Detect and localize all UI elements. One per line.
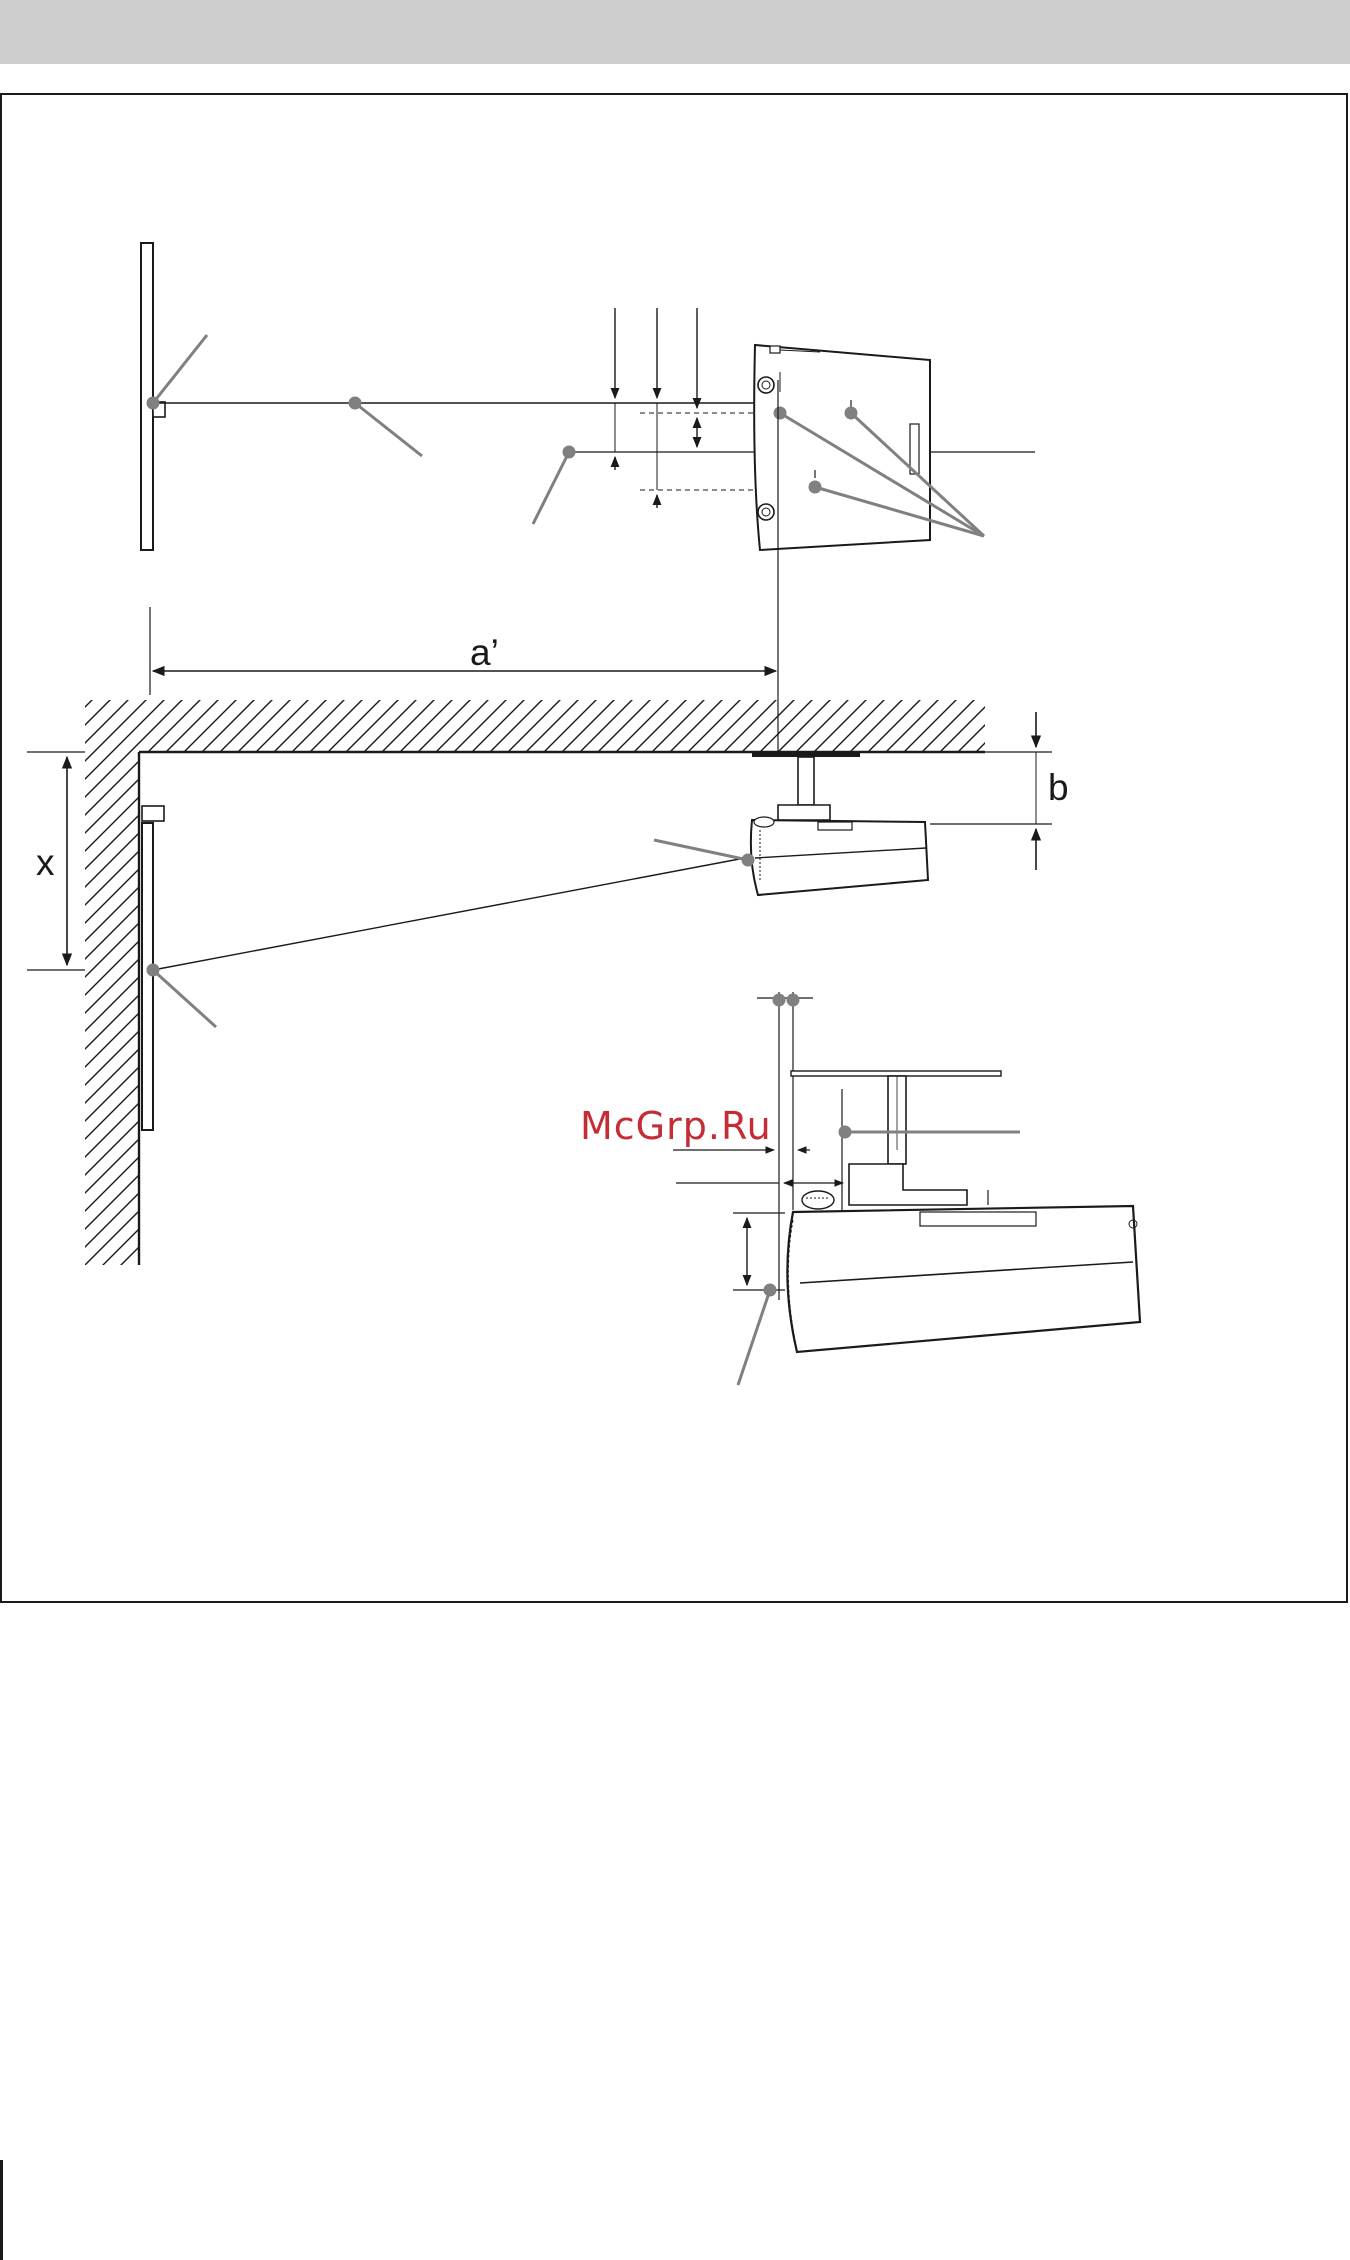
- projector-detail: [787, 1206, 1140, 1352]
- screen-top: [141, 243, 153, 550]
- top-side-view: a’: [141, 243, 1035, 752]
- label-x: x: [36, 842, 55, 883]
- detail-view: [673, 992, 1140, 1385]
- page-edge-mark: [0, 2160, 3, 2260]
- screen-bracket-wall: [142, 806, 164, 821]
- screen-wall: [142, 823, 153, 1130]
- ceiling-mount-view: x b: [27, 700, 1069, 1265]
- projector-mounted: [751, 820, 928, 895]
- projector-front-view: [754, 345, 930, 550]
- label-b: b: [1048, 767, 1069, 808]
- lens-knob: [802, 1191, 834, 1209]
- label-a-prime: a’: [470, 632, 499, 673]
- projection-line: [153, 857, 750, 970]
- watermark-text: McGrp.Ru: [580, 1104, 772, 1148]
